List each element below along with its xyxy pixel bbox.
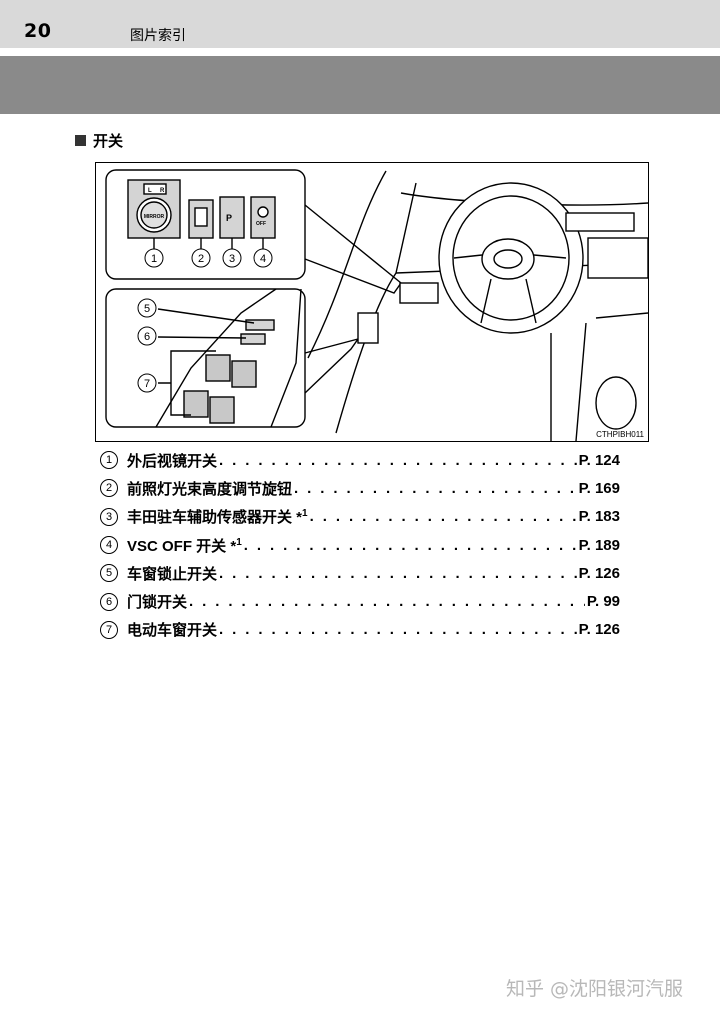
header-band xyxy=(0,0,720,48)
list-item: 3 丰田驻车辅助传感器开关 *1 . . . . . . . . . . . .… xyxy=(100,503,620,531)
svg-text:1: 1 xyxy=(151,253,157,265)
dashboard-drawing: 1 2 3 4 5 6 7 L R MIRROR P OFF xyxy=(105,169,648,441)
item-label: VSC OFF 开关 * xyxy=(127,537,237,555)
item-number: 5 xyxy=(100,564,118,583)
leader-dots: . . . . . . . . . . . . . . . . . . . . … xyxy=(219,451,577,469)
item-number: 1 xyxy=(100,451,118,470)
dash-switch-cluster xyxy=(399,282,439,304)
section-title: 图片索引 xyxy=(130,28,186,44)
item-label: 外后视镜开关 xyxy=(127,452,218,470)
list-item: 1 外后视镜开关 . . . . . . . . . . . . . . . .… xyxy=(100,446,620,474)
item-number: 7 xyxy=(100,620,118,639)
svg-text:OFF: OFF xyxy=(256,221,266,227)
leader-dots: . . . . . . . . . . . . . . . . . . . . … xyxy=(294,479,577,497)
page-ref[interactable]: P. 126 xyxy=(578,621,620,639)
figure-code: CTHPIBH011 xyxy=(596,430,644,439)
window-switch xyxy=(205,354,231,382)
square-bullet-icon xyxy=(75,135,86,146)
svg-text:R: R xyxy=(160,188,165,194)
svg-text:6: 6 xyxy=(144,331,150,343)
leader-dots: . . . . . . . . . . . . . . . . . . . . … xyxy=(219,564,577,582)
item-number: 3 xyxy=(100,507,118,526)
list-item: 5 车窗锁止开关 . . . . . . . . . . . . . . . .… xyxy=(100,559,620,587)
svg-text:4: 4 xyxy=(260,253,266,265)
callout-labels: 1 2 3 4 5 6 7 xyxy=(137,248,273,393)
watermark: 知乎 @沈阳银河汽服 xyxy=(506,978,684,1000)
list-item: 4 VSC OFF 开关 *1 . . . . . . . . . . . . … xyxy=(100,531,620,559)
item-label: 电动车窗开关 xyxy=(127,622,218,640)
svg-text:MIRROR: MIRROR xyxy=(144,214,165,220)
list-item: 6 门锁开关 . . . . . . . . . . . . . . . . .… xyxy=(100,587,620,615)
page-ref[interactable]: P. 124 xyxy=(578,451,620,469)
svg-text:7: 7 xyxy=(144,378,150,390)
svg-text:3: 3 xyxy=(229,253,235,265)
leader-dots: . . . . . . . . . . . . . . . . . . . . … xyxy=(309,508,577,526)
leader-dots: . . . . . . . . . . . . . . . . . . . . … xyxy=(219,621,577,639)
section-heading: 开关 xyxy=(75,130,123,151)
svg-text:L: L xyxy=(148,188,152,194)
svg-text:P: P xyxy=(226,213,232,223)
heading-text: 开关 xyxy=(93,132,124,150)
item-number: 2 xyxy=(100,479,118,498)
door-switch-cluster xyxy=(357,312,379,344)
page-number: 20 xyxy=(24,20,52,42)
list-item: 7 电动车窗开关 . . . . . . . . . . . . . . . .… xyxy=(100,616,620,644)
leader-dots: . . . . . . . . . . . . . . . . . . . . … xyxy=(243,536,577,554)
svg-text:2: 2 xyxy=(198,253,204,265)
item-label: 前照灯光束高度调节旋钮 xyxy=(127,480,293,498)
parking-sensor-switch xyxy=(219,196,245,239)
page-ref[interactable]: P. 189 xyxy=(578,536,620,554)
page-ref[interactable]: P. 183 xyxy=(578,508,620,526)
door-lock-switch xyxy=(240,333,266,345)
item-label: 门锁开关 xyxy=(127,594,188,612)
item-label: 丰田驻车辅助传感器开关 * xyxy=(127,509,303,527)
page-ref[interactable]: P. 126 xyxy=(578,564,620,582)
leader-dots: . . . . . . . . . . . . . . . . . . . . … xyxy=(189,593,585,611)
page-ref[interactable]: P. 99 xyxy=(586,593,620,611)
page-ref[interactable]: P. 169 xyxy=(578,479,620,497)
chapter-band xyxy=(0,56,720,114)
switch-index-list: 1 外后视镜开关 . . . . . . . . . . . . . . . .… xyxy=(100,446,620,644)
window-lock-switch xyxy=(245,319,275,331)
item-number: 4 xyxy=(100,536,118,555)
svg-text:5: 5 xyxy=(144,303,150,315)
item-label: 车窗锁止开关 xyxy=(127,565,218,583)
item-number: 6 xyxy=(100,592,118,611)
switches-illustration: 1 2 3 4 5 6 7 L R MIRROR P OFF CTHPIBH011 xyxy=(95,162,649,442)
list-item: 2 前照灯光束高度调节旋钮 . . . . . . . . . . . . . … xyxy=(100,474,620,502)
